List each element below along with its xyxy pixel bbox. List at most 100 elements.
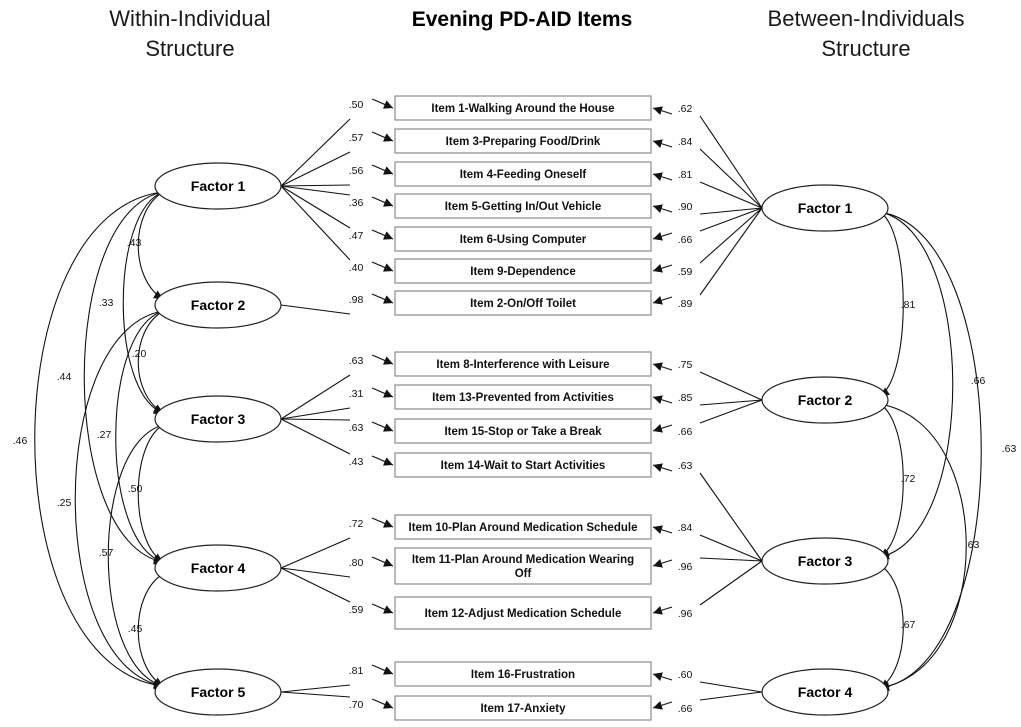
between-loading-arrow [652,295,673,305]
between-loading-label: .75 [678,359,693,371]
within-correlation-curve [115,303,173,564]
factor-ellipse [154,281,282,329]
between-loading-label: .96 [678,561,693,573]
item-label: Off [515,568,532,580]
within-loading-arrow [371,229,394,240]
within-loading-arrow [371,698,394,709]
within-loading-line [280,537,351,569]
within-correlation-label: .20 [132,348,147,360]
within-correlation-label: .25 [57,497,72,509]
between-loading-arrow [652,672,673,682]
between-loading-line [699,115,763,209]
within-loading-line [280,185,351,261]
within-correlation-curve [137,565,174,687]
within-loading-line [280,151,351,187]
within-loading-arrow [371,664,394,675]
between-correlation-curve [870,398,967,691]
between-loading-arrow [652,700,673,710]
within-w5-node: Factor 5 [154,668,282,716]
between-loading-label: .62 [678,103,693,115]
within-loading-arrow [371,98,394,109]
item-label: Item 5-Getting In/Out Vehicle [445,201,602,213]
item-i6-node: Item 6-Using Computer [394,226,652,252]
within-correlation-curve [137,183,174,300]
item-box [394,351,652,377]
between-loading-arrow [652,139,673,149]
between-loading-line [699,207,763,296]
factor-label: Factor 2 [798,392,853,408]
item-box [394,418,652,444]
item-label: Item 15-Stop or Take a Break [444,426,602,438]
between-loading-line [699,560,763,606]
factor-label: Factor 4 [191,560,246,576]
item-box [394,290,652,316]
factor-ellipse [761,668,889,716]
between-loading-arrow [652,463,673,473]
within-loading-arrow [371,293,394,304]
between-loading-arrow [652,558,673,568]
within-loading-label: .40 [349,262,364,274]
between-loading-line [699,399,763,406]
within-loading-arrow [371,196,394,207]
within-loading-arrow [371,517,394,528]
within-loading-label: .80 [349,557,364,569]
factor-label: Factor 1 [191,178,246,194]
between-loading-label: .66 [678,703,693,715]
within-correlation-label: .45 [128,623,143,635]
item-label: Item 3-Preparing Food/Drink [446,136,601,148]
within-loading-arrow [371,354,394,365]
item-i8-node: Item 8-Interference with Leisure [394,351,652,377]
between-b3-node: Factor 3 [761,537,889,585]
between-correlation-curve [869,556,904,689]
between-loading-label: .85 [678,392,693,404]
between-correlation-label: .67 [901,619,916,631]
between-correlation-label: .72 [901,473,916,485]
factor-ellipse [154,668,282,716]
item-i11-node: Item 11-Plan Around Medication WearingOf… [394,547,652,585]
between-loading-arrow [652,172,673,182]
within-correlation-label: .33 [99,297,114,309]
item-box [394,193,652,219]
within-loading-label: .31 [349,388,364,400]
factor-label: Factor 3 [191,411,246,427]
between-loading-line [699,691,763,701]
between-loading-arrow [652,204,673,214]
between-loading-line [699,148,763,209]
between-loading-line [699,681,763,693]
item-label: Item 17-Anxiety [480,703,566,715]
item-label: Item 8-Interference with Leisure [436,359,609,371]
factor-ellipse [761,537,889,585]
header-right-line-2: Structure [821,36,910,61]
within-correlation-label: .50 [128,483,143,495]
between-loading-label: .84 [678,522,693,534]
item-i9-node: Item 9-Dependence [394,258,652,284]
item-i2-node: Item 2-On/Off Toilet [394,290,652,316]
within-loading-line [280,691,351,698]
within-loading-label: .59 [349,604,364,616]
within-loading-line [280,407,351,420]
within-w2-node: Factor 2 [154,281,282,329]
between-loading-label: .66 [678,426,693,438]
within-loading-line [280,185,351,196]
factor-ellipse [154,395,282,443]
within-correlation-label: .44 [57,371,72,383]
factor-label: Factor 5 [191,684,246,700]
within-loading-arrow [371,421,394,432]
item-box [394,226,652,252]
within-loading-line [280,684,351,693]
between-correlation-label: .63 [1002,443,1017,455]
within-correlation-curve [122,184,174,415]
within-loading-label: .36 [349,197,364,209]
item-label: Item 10-Plan Around Medication Schedule [409,522,638,534]
factor-label: Factor 4 [798,684,853,700]
header-left: Within-Individual Structure [109,6,270,61]
between-loading-label: .90 [678,201,693,213]
within-correlation-curve [107,418,173,688]
item-box [394,596,652,630]
item-box [394,95,652,121]
item-i17-node: Item 17-Anxiety [394,695,652,721]
within-loading-line [280,418,351,421]
within-loading-label: .72 [349,518,364,530]
between-loading-line [699,557,763,562]
between-loading-label: .81 [678,169,693,181]
